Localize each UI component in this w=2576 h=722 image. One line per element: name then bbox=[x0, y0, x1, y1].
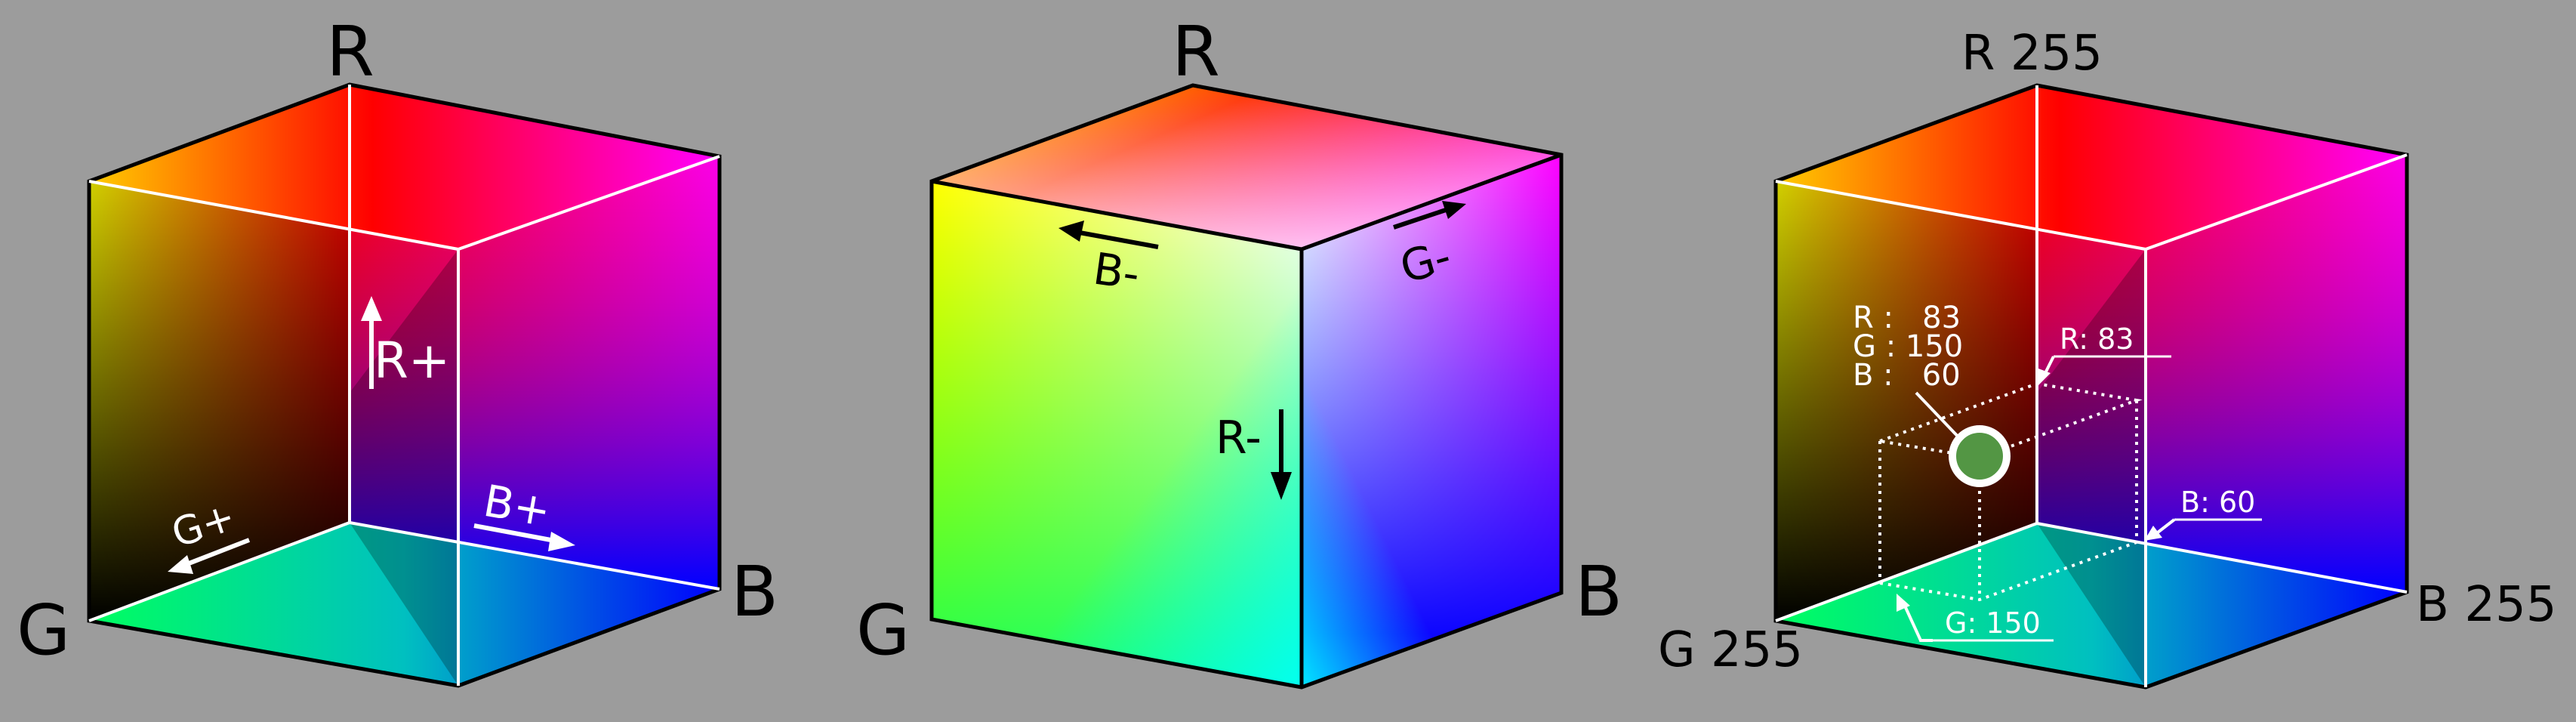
cube3-g-pointer bbox=[1903, 603, 1933, 642]
cube3-r-pointer-head bbox=[2038, 369, 2051, 385]
cube1-arrow-b-shaft bbox=[473, 523, 556, 543]
cube2-arrow-b-shaft bbox=[1079, 230, 1159, 249]
cube2-arrow-g-shaft bbox=[1393, 208, 1447, 230]
cube2-corner-r: R bbox=[1172, 11, 1220, 92]
cube1-top-strip bbox=[89, 85, 719, 249]
cube3-b-label: B: 60 bbox=[2180, 486, 2255, 519]
cube3-left-wall-dark bbox=[1776, 85, 2037, 621]
cube3-r-label: R: 83 bbox=[2060, 322, 2134, 356]
cube2-outline bbox=[929, 83, 1564, 690]
cube3-b-pointer-head bbox=[2144, 526, 2162, 541]
cube2-arrow-r-head bbox=[1271, 472, 1292, 500]
cube2-corner-g: G bbox=[856, 590, 910, 671]
cube2-arrow-b-label: B- bbox=[1090, 243, 1143, 301]
cube3-corner-r: R 255 bbox=[1961, 26, 2103, 82]
cube2-corner-b: B bbox=[1575, 551, 1622, 632]
cube1-arrow-r-label: R+ bbox=[374, 332, 450, 390]
cube3-corner-b: B 255 bbox=[2416, 577, 2556, 633]
cube1-center-shadow bbox=[350, 249, 458, 686]
cube2-arrow-g-head bbox=[1442, 201, 1466, 219]
cube1-floor-edges bbox=[88, 520, 720, 622]
cube3-b-pointer bbox=[2156, 518, 2176, 534]
cube2-arrow-r-label: R- bbox=[1216, 412, 1262, 464]
cube1-corner-b: B bbox=[731, 551, 778, 632]
cube1-arrow-r-head bbox=[361, 296, 382, 321]
cube1-corner-g: G bbox=[17, 590, 70, 671]
cube2-arrow-b-head bbox=[1058, 221, 1084, 242]
cube3-point-leader bbox=[1915, 391, 1964, 443]
cube3-point-b-value: B : 60 bbox=[1853, 358, 1961, 393]
cube1-floor bbox=[89, 523, 719, 686]
cube3-floor-edges bbox=[1775, 521, 2408, 622]
cube3-point-g-value: G : 150 bbox=[1853, 329, 1963, 364]
cube1-corner-r: R bbox=[326, 11, 374, 92]
cube-outside-view: B- G- R- R G B bbox=[856, 11, 1622, 690]
cube3-point-r-value: R : 83 bbox=[1853, 301, 1961, 335]
cube3-corner-g: G 255 bbox=[1658, 622, 1803, 678]
cube-inside-view: R+ G+ B+ R G B bbox=[17, 11, 778, 688]
cube3-color-point bbox=[1949, 425, 2011, 487]
cube1-arrow-g-shaft bbox=[183, 538, 251, 567]
cube1-arrow-b-label: B+ bbox=[480, 475, 555, 537]
cube-point-example: R : 83 G : 150 B : 60 R: 83 B: 60 G: 150… bbox=[1658, 26, 2556, 690]
cube1-arrow-b-head bbox=[548, 532, 575, 551]
cube3-center-shadow bbox=[2037, 249, 2146, 687]
cube3-dotted-box bbox=[1878, 381, 2143, 602]
cube3-g-pointer-head bbox=[1897, 594, 1910, 612]
cube1-arrow-g-head bbox=[168, 555, 193, 574]
cube3-g-label: G: 150 bbox=[1945, 606, 2041, 640]
cube2-front-face-cyan bbox=[932, 181, 1302, 687]
cube3-floor bbox=[1776, 523, 2407, 687]
cube2-right-face-cyan bbox=[1302, 155, 1561, 687]
